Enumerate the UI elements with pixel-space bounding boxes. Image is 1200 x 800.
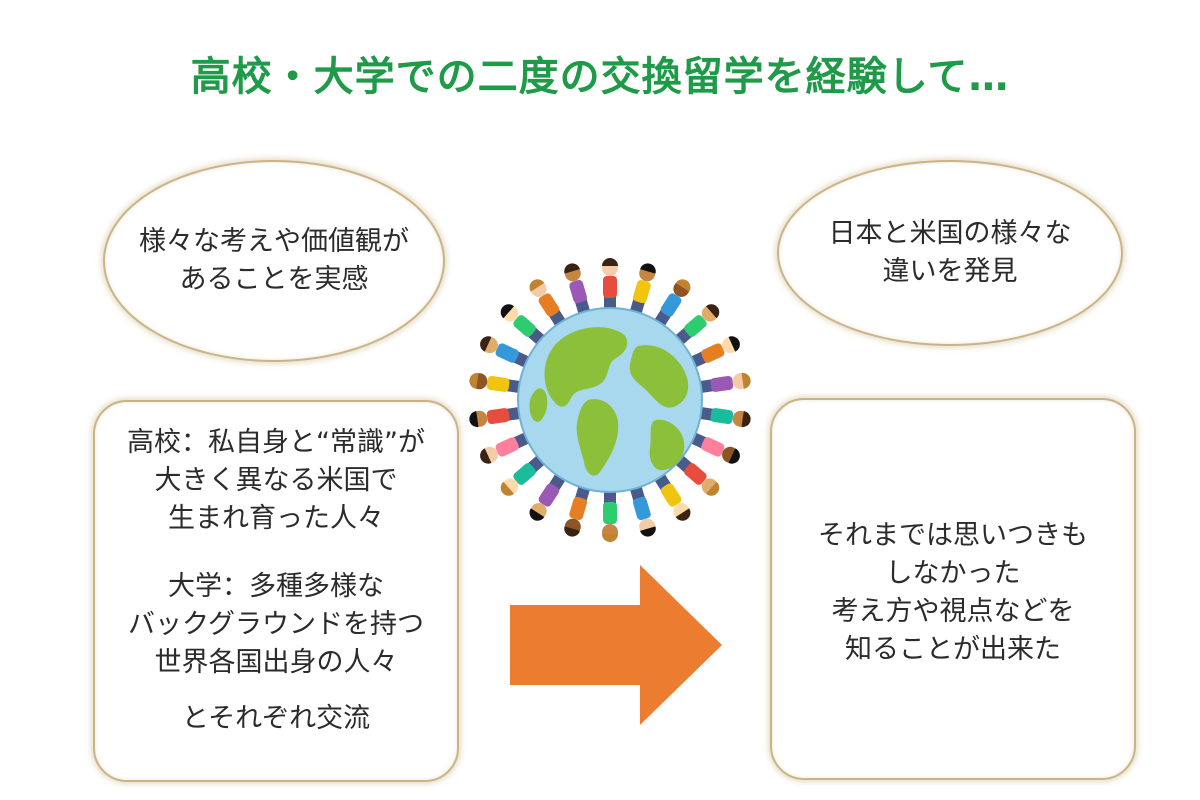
discovery-bubble: 日本と米国の様々な 違いを発見 — [777, 160, 1123, 346]
person-figure — [500, 304, 545, 345]
person-figure — [630, 263, 656, 314]
person-figure — [654, 474, 691, 521]
right-arrow-icon — [510, 565, 725, 725]
slide-title: 高校・大学での二度の交換留学を経験して… — [190, 54, 1010, 100]
box-text-line: しなかった — [885, 558, 1021, 589]
person-figure — [529, 474, 566, 521]
person-figure — [564, 486, 590, 537]
person-figure — [700, 407, 751, 427]
exchange-experience-box: 高校：私自身と“常識”が 大きく異なる米国で 生まれ育った人々 大学：多種多様な… — [93, 400, 459, 782]
person-figure — [691, 336, 740, 368]
person-figure — [654, 279, 691, 326]
box-text-line: 高校：私自身と“常識”が — [127, 427, 425, 458]
person-figure — [480, 336, 529, 368]
box-text-line: バックグラウンドを持つ — [128, 609, 424, 640]
bubble-text-line: 違いを発見 — [882, 256, 1018, 287]
person-figure — [675, 455, 720, 496]
person-figure — [630, 486, 656, 537]
outcome-box: それまでは思いつきも しなかった 考え方や視点などを 知ることが出来た — [770, 398, 1136, 780]
bubble-text-line: あることを実感 — [179, 264, 369, 295]
person-figure — [675, 304, 720, 345]
person-figure — [469, 407, 520, 427]
box-text-line: それまでは思いつきも — [818, 520, 1088, 551]
bubble-text-line: 様々な考えや価値観が — [139, 226, 409, 257]
person-figure — [469, 373, 520, 393]
person-figure — [602, 258, 618, 308]
box-text-line: とそれぞれ交流 — [181, 703, 371, 734]
box-text-line: 考え方や視点などを — [831, 596, 1075, 627]
box-text-line: 大学：多種多様な — [168, 571, 384, 602]
person-figure — [564, 263, 590, 314]
person-figure — [500, 455, 545, 496]
box-text-line: 世界各国出身の人々 — [154, 647, 398, 678]
bubble-text-line: 日本と米国の様々な — [828, 218, 1072, 249]
person-figure — [480, 432, 529, 464]
person-figure — [691, 432, 740, 464]
box-text-line: 知ることが出来た — [845, 634, 1061, 665]
person-figure — [602, 492, 618, 542]
person-figure — [529, 279, 566, 326]
realization-bubble: 様々な考えや価値観が あることを実感 — [103, 160, 445, 362]
box-text-line: 大きく異なる米国で — [154, 465, 398, 496]
box-text-line: 生まれ育った人々 — [168, 503, 384, 534]
globe-with-people-icon — [460, 250, 760, 550]
person-figure — [700, 373, 751, 393]
